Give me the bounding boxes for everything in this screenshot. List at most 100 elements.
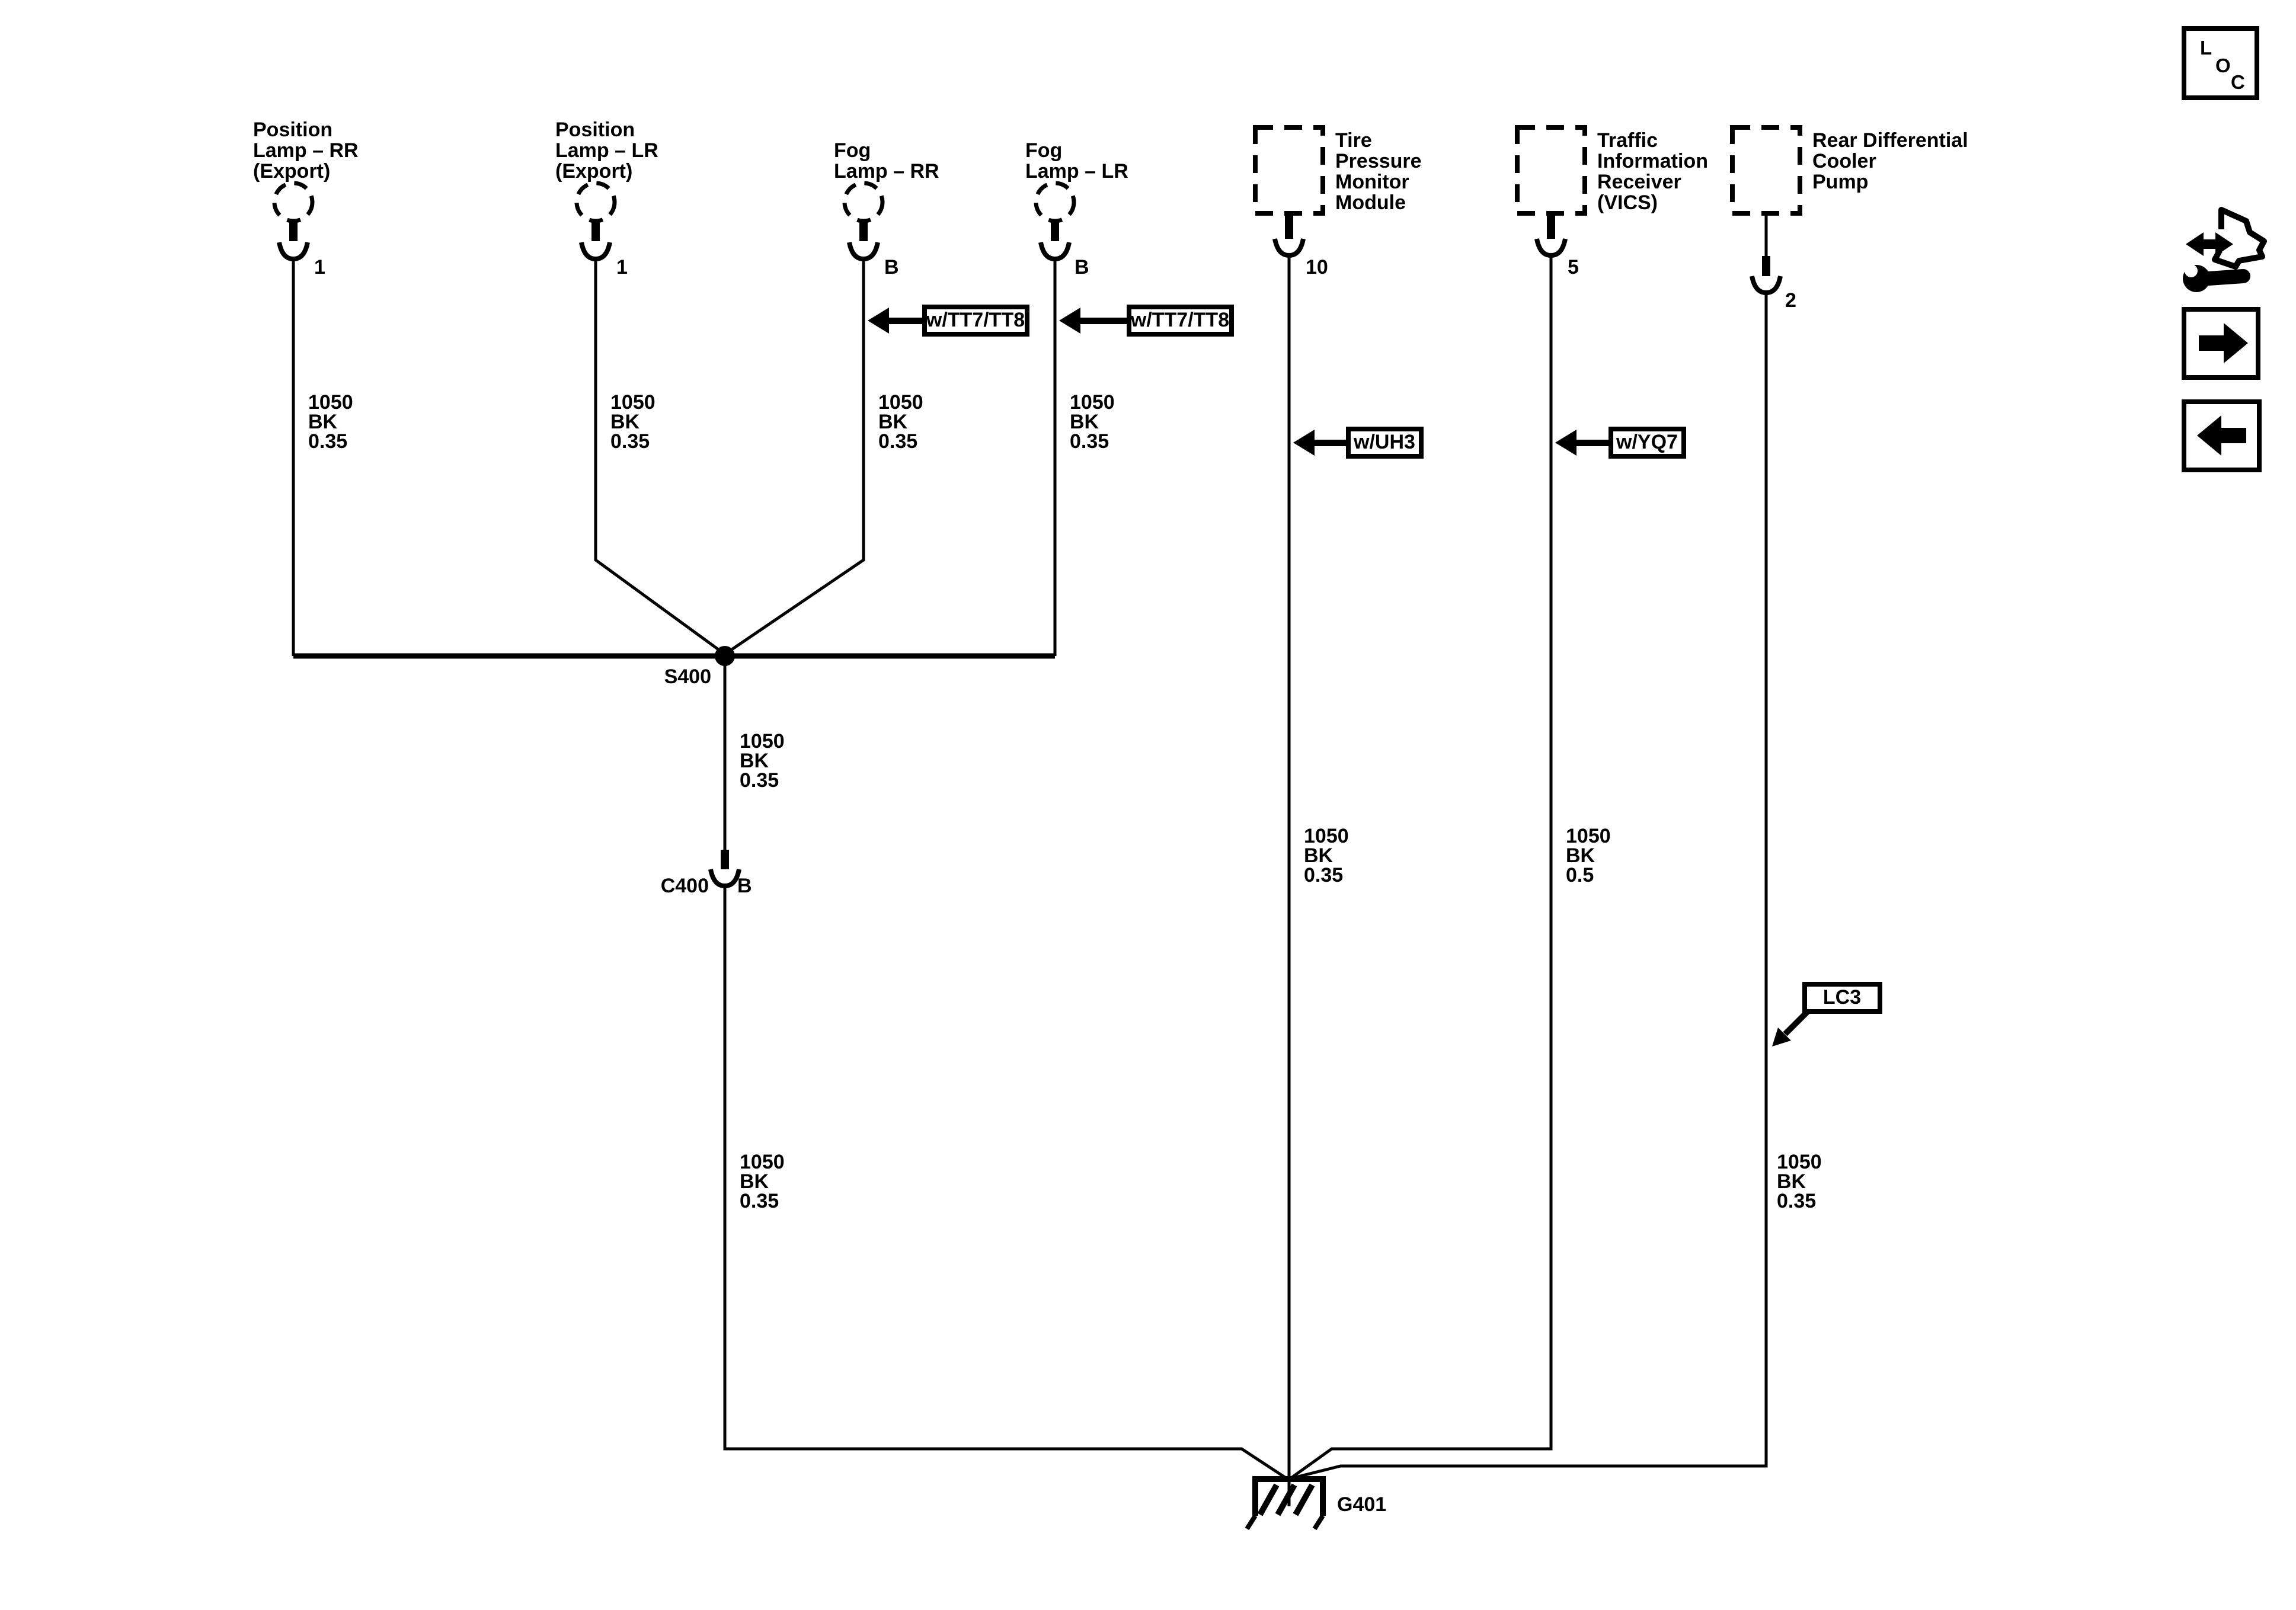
wire-label: 1050 BK 0.35 — [610, 391, 655, 453]
connector-cup-icon — [708, 869, 741, 889]
svg-text:0.35: 0.35 — [1304, 864, 1343, 886]
callout-yq7[interactable]: w/YQ7 — [1555, 427, 1686, 459]
callout-box[interactable] — [1346, 427, 1424, 459]
component-label: Pressure — [1335, 150, 1422, 172]
wire-label: 1050 BK 0.5 — [1566, 825, 1611, 886]
lamp-symbol-icon — [574, 181, 617, 223]
callout-uh3[interactable]: w/UH3 — [1293, 427, 1424, 459]
callout-lc3[interactable]: LC3 — [1772, 982, 1882, 1046]
connector-cup-icon — [1038, 242, 1072, 262]
callout-arrow-shaft — [1078, 318, 1129, 324]
loc-letter-o[interactable]: O — [2215, 55, 2231, 76]
svg-text:0.5: 0.5 — [1566, 864, 1594, 886]
svg-text:1050: 1050 — [308, 391, 353, 414]
component-locator-wrench-icon[interactable] — [2174, 207, 2267, 292]
terminal-pin — [1285, 215, 1293, 239]
callout-arrow-shaft — [887, 318, 925, 324]
component-label: Traffic — [1597, 129, 1658, 152]
right-arrow-icon — [2199, 335, 2224, 351]
callout-box[interactable] — [1609, 427, 1686, 459]
callout-label[interactable]: LC3 — [1823, 986, 1861, 1009]
terminal-pin — [1547, 215, 1555, 239]
component-label: Lamp – RR — [834, 160, 939, 183]
component-label: (VICS) — [1597, 191, 1658, 214]
component-label: Module — [1335, 191, 1406, 214]
loc-letter-l[interactable]: L — [2200, 37, 2212, 59]
loc-button[interactable]: L O C — [2182, 26, 2259, 100]
callout-box[interactable] — [1802, 982, 1882, 1014]
loc-button-box[interactable] — [2182, 26, 2259, 100]
callout-label[interactable]: w/TT7/TT8 — [1130, 309, 1229, 331]
svg-text:0.35: 0.35 — [740, 769, 779, 792]
connector-c400: C400 B — [661, 850, 752, 897]
svg-text:1050: 1050 — [740, 1151, 785, 1173]
lamp-symbol-icon — [1034, 181, 1076, 223]
svg-text:0.35: 0.35 — [610, 430, 650, 453]
module-box-icon — [1730, 125, 1802, 216]
pin-label: 2 — [1785, 289, 1796, 312]
callout-arrow-icon — [1059, 308, 1080, 334]
component-traffic-information-receiver: Traffic Information Receiver (VICS) 5 — [1515, 125, 1708, 279]
svg-text:1050: 1050 — [1777, 1151, 1822, 1173]
callout-label[interactable]: w/UH3 — [1353, 431, 1415, 453]
previous-page-box[interactable] — [2182, 399, 2262, 472]
pin-label: B — [1075, 256, 1089, 279]
component-label: Cooler — [1812, 150, 1876, 172]
svg-text:1050: 1050 — [1070, 391, 1115, 414]
wrench-handle — [2193, 269, 2250, 286]
previous-page-button[interactable] — [2182, 399, 2262, 472]
module-box-icon — [1515, 125, 1587, 216]
wire-label: 1050 BK 0.35 — [740, 1151, 785, 1212]
component-label: Lamp – LR — [555, 139, 658, 162]
connector-cup-icon — [277, 242, 310, 262]
pin-label: 1 — [314, 256, 325, 279]
terminal-pin — [859, 221, 868, 241]
svg-text:0.35: 0.35 — [308, 430, 347, 453]
component-position-lamp-rr: Position Lamp – RR (Export) 1 — [253, 119, 359, 279]
connector-cup-icon — [847, 242, 880, 262]
double-arrow-shaft — [2200, 239, 2220, 249]
component-position-lamp-lr: Position Lamp – LR (Export) 1 — [555, 119, 658, 279]
lamp-symbol-icon — [842, 181, 885, 223]
component-label: Information — [1597, 150, 1708, 172]
pin-label: 10 — [1306, 256, 1328, 279]
splice-label: S400 — [664, 665, 711, 688]
svg-text:BK: BK — [308, 411, 338, 433]
component-rear-differential-cooler-pump: Rear Differential Cooler Pump 2 — [1730, 125, 1968, 312]
terminal-pin — [591, 221, 600, 241]
next-page-button[interactable] — [2182, 307, 2260, 380]
svg-text:BK: BK — [740, 1170, 769, 1193]
callout-arrow-icon — [1293, 430, 1315, 456]
pin-label: 5 — [1568, 256, 1579, 279]
wire-label: 1050 BK 0.35 — [308, 391, 353, 453]
callout-arrow-shaft — [1574, 440, 1611, 446]
component-label: Fog — [1025, 139, 1062, 162]
component-label: Monitor — [1335, 171, 1409, 193]
callout-tt7-rr[interactable]: w/TT7/TT8 — [868, 305, 1029, 337]
loc-letter-c[interactable]: C — [2231, 71, 2245, 93]
component-label: Fog — [834, 139, 871, 162]
svg-text:0.35: 0.35 — [740, 1190, 779, 1212]
wire-label: 1050 BK 0.35 — [1777, 1151, 1822, 1212]
wire-rear-diff-ground — [1295, 292, 1768, 1479]
component-tire-pressure-monitor-module: Tire Pressure Monitor Module 10 — [1253, 125, 1422, 279]
svg-text:0.35: 0.35 — [878, 430, 917, 453]
svg-text:BK: BK — [1566, 844, 1595, 867]
wire-labels: 1050 BK 0.35 1050 BK 0.35 1050 BK 0.35 1… — [308, 391, 1822, 1212]
module-box-icon — [1253, 125, 1325, 216]
terminal-pin — [1051, 221, 1059, 241]
callout-box[interactable] — [922, 305, 1029, 337]
component-label: Lamp – LR — [1025, 160, 1128, 183]
svg-text:BK: BK — [1777, 1170, 1806, 1193]
svg-text:BK: BK — [610, 411, 640, 433]
connector-pin-label: B — [737, 875, 752, 897]
pin-label: B — [884, 256, 899, 279]
callout-label[interactable]: w/YQ7 — [1616, 431, 1678, 453]
callout-box[interactable] — [1127, 305, 1234, 337]
terminal-pin — [289, 221, 298, 241]
callout-tt7-lr[interactable]: w/TT7/TT8 — [1059, 305, 1234, 337]
lamp-symbol-icon — [272, 181, 315, 223]
callout-label[interactable]: w/TT7/TT8 — [926, 309, 1025, 331]
component-label: Rear Differential — [1812, 129, 1968, 152]
